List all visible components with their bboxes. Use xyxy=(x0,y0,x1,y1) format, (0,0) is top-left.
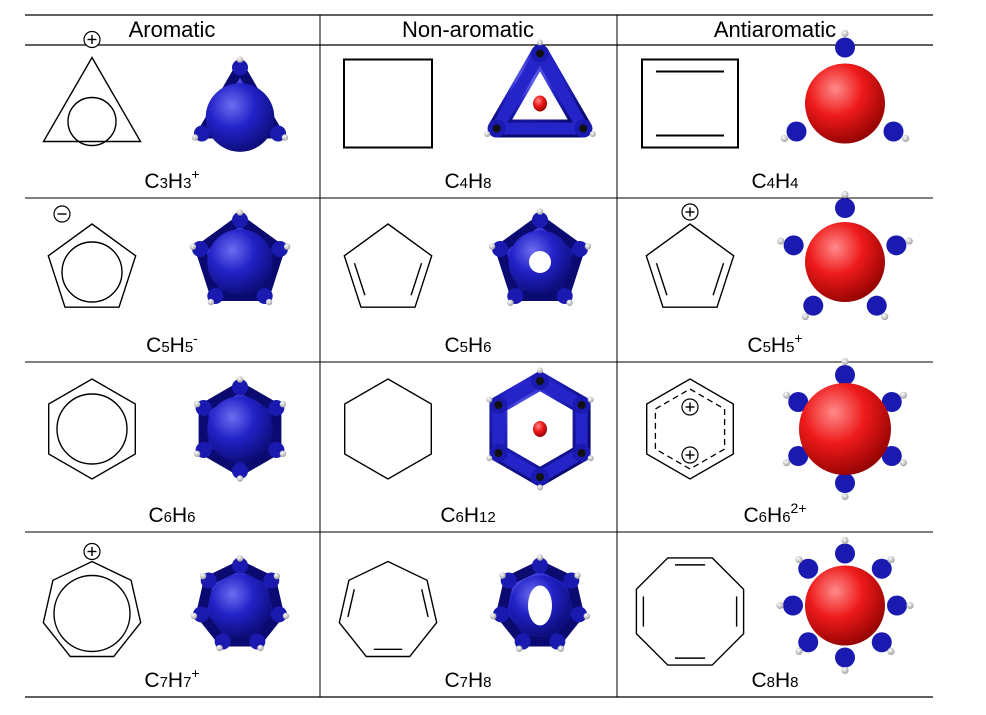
cycloheptatriene-orbital-isosurface xyxy=(490,554,590,652)
cell-aromatic-tropylium-cation: C7H7+ xyxy=(42,542,290,692)
cell-aromatic-benzene: C6H6 xyxy=(48,376,287,527)
cell-antiaromatic-cyclobutadiene: C4H4 xyxy=(641,29,910,193)
cycloheptatriene-formula: C7H8 xyxy=(444,669,491,692)
cell-aromatic-cyclopentadienyl-anion: C5H5- xyxy=(47,205,291,357)
cyclopentadienyl-anion-structure xyxy=(47,205,137,308)
cell-nonaromatic-cycloheptatriene: C7H8 xyxy=(338,554,590,692)
benzene-formula: C6H6 xyxy=(148,504,195,527)
tropylium-cation-formula: C7H7+ xyxy=(144,665,199,692)
cyclobutane-formula: C4H8 xyxy=(444,170,491,193)
header-antiaromatic: Antiaromatic xyxy=(714,17,836,42)
cycloheptatriene-structure xyxy=(338,560,438,658)
cyclopropenyl-cation-formula: C3H3+ xyxy=(144,166,199,193)
cyclopentadienyl-cation-formula: C5H5+ xyxy=(747,330,802,357)
cell-aromatic-cyclopropenyl-cation: C3H3+ xyxy=(42,30,289,193)
cyclopentadiene-structure xyxy=(343,223,433,308)
cell-nonaromatic-cyclobutane: C4H8 xyxy=(343,39,596,193)
cyclopentadienyl-anion-formula: C5H5- xyxy=(146,330,198,357)
cyclobutadiene-structure xyxy=(641,58,739,149)
benzene-dication-structure xyxy=(646,378,734,480)
cyclopentadiene-orbital-isosurface xyxy=(488,208,592,306)
cyclobutane-orbital-isosurface xyxy=(484,39,596,138)
cell-antiaromatic-cyclooctatetraene: C8H8 xyxy=(635,536,914,692)
cyclopropenyl-cation-structure xyxy=(42,30,142,147)
cell-nonaromatic-cyclohexane: C6H12 xyxy=(344,367,594,527)
cyclopentadienyl-cation-structure xyxy=(645,203,735,308)
cyclobutadiene-orbital-isosurface xyxy=(780,29,910,144)
cyclopentadienyl-anion-orbital-isosurface xyxy=(189,209,291,306)
tropylium-cation-structure xyxy=(42,542,142,658)
benzene-dication-orbital-isosurface xyxy=(782,357,908,501)
benzene-orbital-isosurface xyxy=(193,376,287,482)
cyclooctatetraene-structure xyxy=(635,557,745,666)
header-non-aromatic: Non-aromatic xyxy=(402,17,534,42)
cyclooctatetraene-orbital-isosurface xyxy=(776,536,914,675)
header-aromatic: Aromatic xyxy=(129,17,216,42)
cell-antiaromatic-benzene-dication: C6H62+ xyxy=(646,357,908,527)
cyclohexane-structure xyxy=(344,378,432,480)
cell-nonaromatic-cyclopentadiene: C5H6 xyxy=(343,208,592,357)
cyclohexane-formula: C6H12 xyxy=(440,504,495,527)
cyclopropenyl-cation-orbital-isosurface xyxy=(191,56,289,152)
cyclopentadienyl-cation-orbital-isosurface xyxy=(777,190,913,321)
tropylium-cation-orbital-isosurface xyxy=(190,555,290,652)
cyclobutadiene-formula: C4H4 xyxy=(751,170,798,193)
cyclobutane-structure xyxy=(343,58,433,149)
cell-antiaromatic-cyclopentadienyl-cation: C5H5+ xyxy=(645,190,913,357)
cyclopentadiene-formula: C5H6 xyxy=(444,334,491,357)
benzene-structure xyxy=(48,378,137,480)
cyclooctatetraene-formula: C8H8 xyxy=(751,669,798,692)
cyclohexane-orbital-isosurface xyxy=(486,367,594,491)
table-grid xyxy=(25,14,933,698)
benzene-dication-formula: C6H62+ xyxy=(744,500,807,527)
